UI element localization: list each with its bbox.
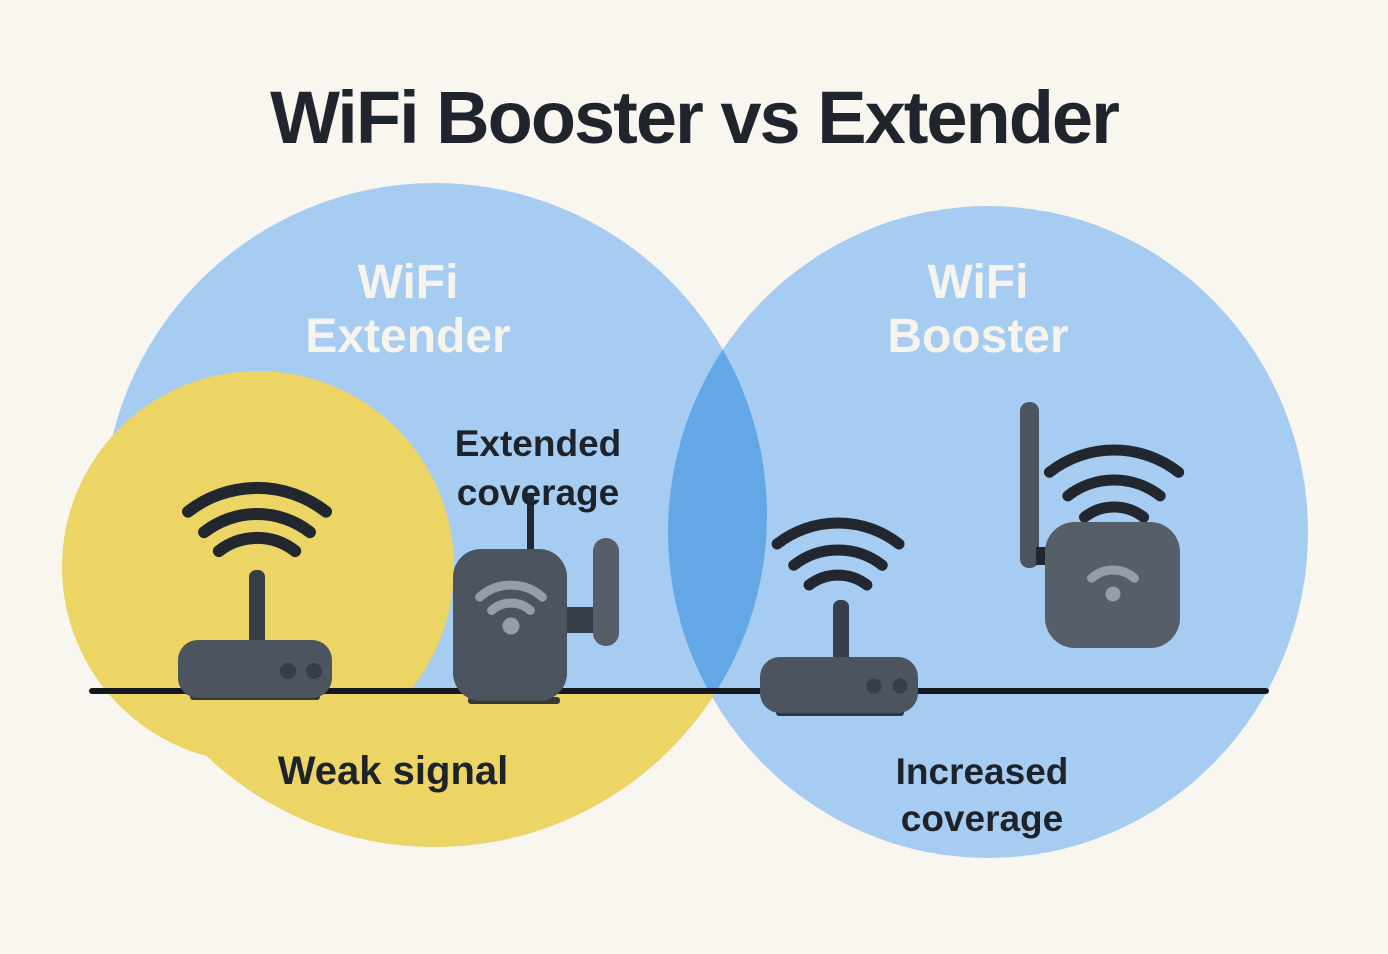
extender-side-antenna	[593, 538, 619, 646]
booster-glyph-arc	[1087, 565, 1139, 583]
signal-arc-outer	[1043, 444, 1185, 478]
router-led-dot	[892, 678, 908, 694]
weak-signal-circle	[62, 371, 454, 763]
extender-top-antenna	[527, 494, 534, 556]
booster-antenna	[1020, 402, 1039, 568]
booster-glyph-dot	[1105, 586, 1121, 602]
signal-arc-inner	[212, 532, 302, 558]
wifi-signal-icon	[771, 517, 905, 591]
signal-arc-outer	[771, 517, 905, 550]
wifi-booster-device-icon	[1020, 402, 1185, 648]
booster-circle-label-line2: Booster	[887, 310, 1068, 363]
increased-coverage-label-line1: Increased	[896, 751, 1069, 792]
extender-glyph-dot	[502, 617, 520, 635]
page-title: WiFi Booster vs Extender	[270, 76, 1119, 159]
booster-circle-label-line1: WiFi	[928, 256, 1029, 309]
glyph-arc-outer	[475, 580, 547, 602]
router-led-dot	[866, 678, 882, 694]
extender-circle-label-line1: WiFi	[358, 256, 459, 309]
signal-arc-middle	[788, 544, 888, 571]
extender-wifi-glyph	[475, 580, 547, 615]
wifi-router-icon	[760, 600, 918, 716]
weak-signal-label: Weak signal	[278, 749, 508, 793]
router-antenna	[833, 600, 849, 670]
wifi-extender-device-icon	[453, 494, 619, 704]
glyph-arc-inner	[487, 598, 535, 615]
wifi-signal-icon	[1043, 444, 1185, 523]
signal-arc-middle	[1062, 474, 1166, 502]
weak-signal-area-below-floor	[153, 691, 717, 847]
extended-coverage-label-line2: coverage	[457, 472, 620, 513]
increased-coverage-label-line2: coverage	[901, 798, 1064, 839]
signal-arc-inner	[1079, 501, 1150, 523]
extended-coverage-label-line1: Extended	[455, 423, 622, 464]
signal-arc-inner	[803, 569, 873, 591]
router-body	[760, 657, 918, 713]
wifi-router-icon	[178, 570, 332, 700]
signal-arc-middle	[198, 508, 316, 539]
extender-circle-label-line2: Extender	[305, 310, 510, 363]
signal-arc-outer	[182, 482, 332, 518]
router-antenna	[249, 570, 265, 658]
weak-signal-below-floor-group	[153, 691, 717, 847]
wifi-signal-icon	[182, 482, 332, 558]
router-body	[178, 640, 332, 698]
router-led-dot	[280, 663, 296, 679]
router-led-dot	[306, 663, 322, 679]
booster-body	[1045, 522, 1180, 648]
